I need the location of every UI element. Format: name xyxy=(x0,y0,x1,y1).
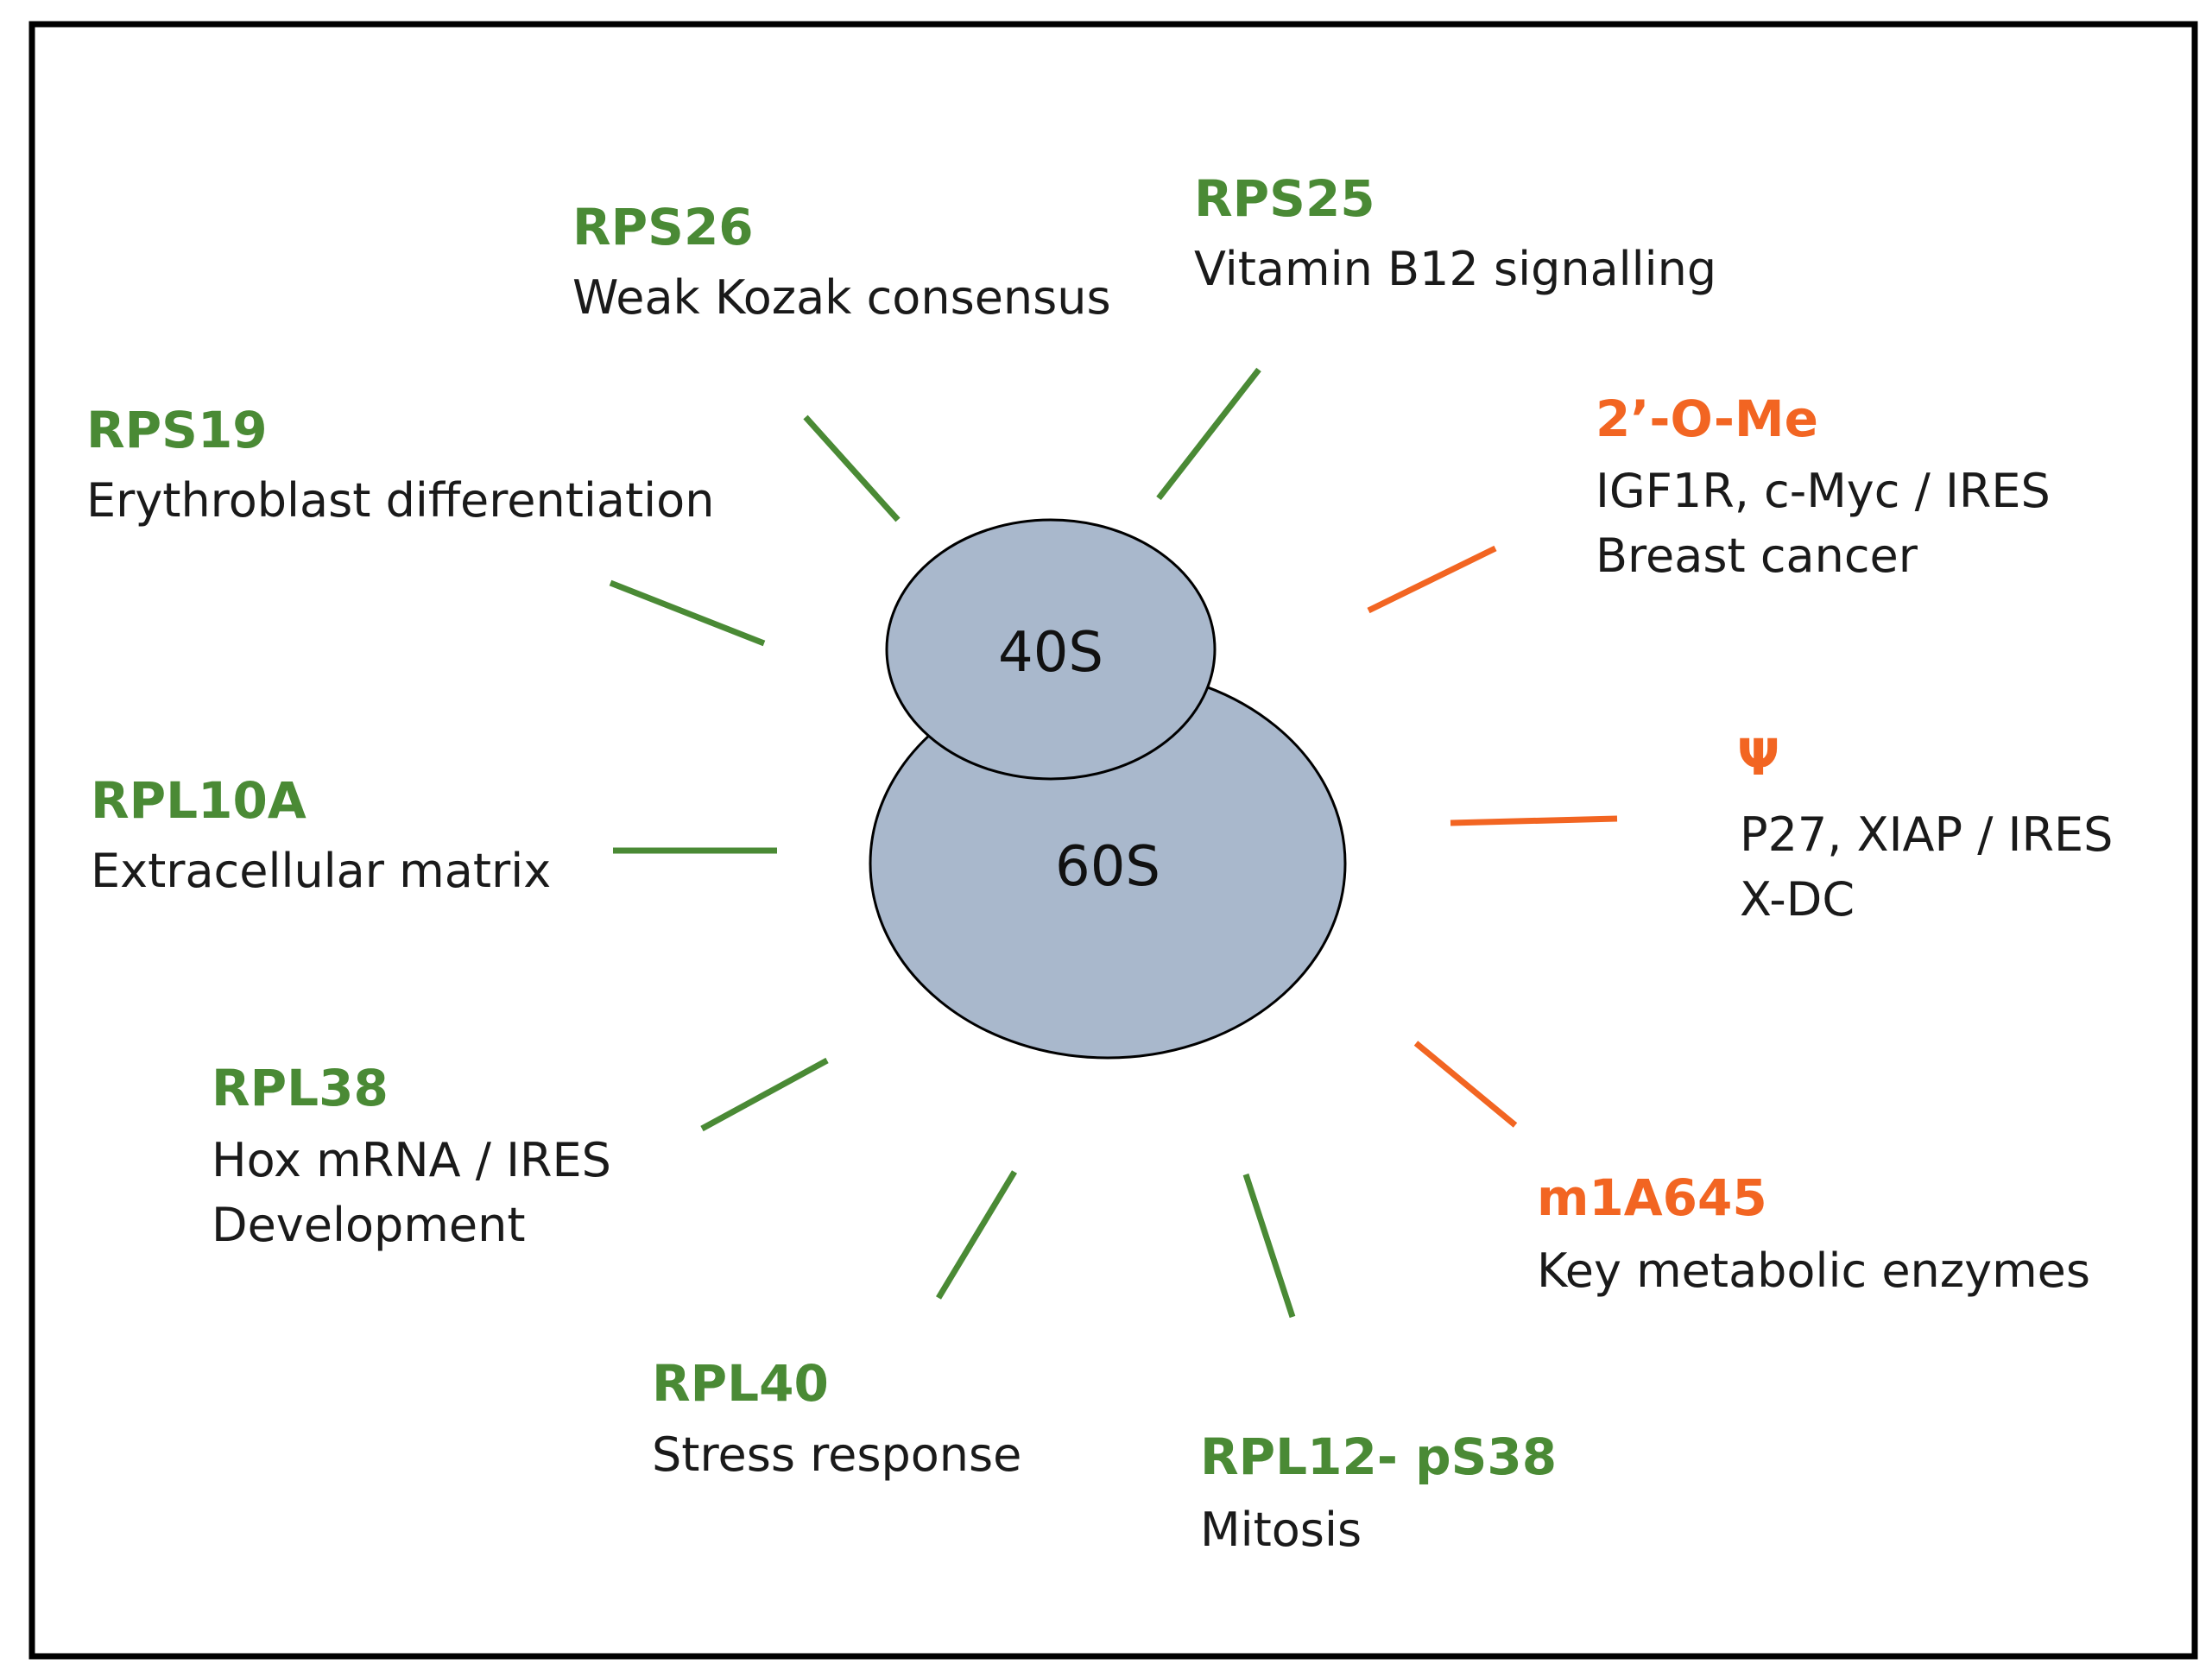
protein-spokes xyxy=(609,367,1296,1319)
small-subunit-label: 40S xyxy=(998,621,1103,685)
label-rps25-name: RPS25 xyxy=(1194,169,1375,228)
label-rps19-name: RPS19 xyxy=(86,401,268,459)
label-psi-desc-1: P27, XIAP / IRES xyxy=(1740,807,2113,862)
label-psi-desc-2: X-DC xyxy=(1740,872,1855,927)
spoke-rps26 xyxy=(803,415,901,522)
ribosome: 60S 40S xyxy=(869,518,1347,1060)
small-subunit-40s xyxy=(885,518,1217,781)
label-rpl12-ps38-name: RPL12- pS38 xyxy=(1200,1427,1557,1486)
protein-labels: RPS26 Weak Kozak consensus RPS25 Vitamin… xyxy=(86,169,1716,1557)
label-rpl40-desc: Stress response xyxy=(652,1427,1021,1482)
label-rpl38-desc-2: Development xyxy=(212,1198,526,1252)
label-2-o-me-desc-2: Breast cancer xyxy=(1596,528,1918,583)
spoke-2-o-me xyxy=(1367,545,1497,614)
label-rps26-desc: Weak Kozak consensus xyxy=(572,270,1111,325)
label-m1a645-desc: Key metabolic enzymes xyxy=(1537,1244,2090,1298)
spoke-rpl38 xyxy=(700,1057,829,1132)
label-2-o-me-desc-1: IGF1R, c-Myc / IRES xyxy=(1596,464,2051,518)
spoke-rpl40 xyxy=(936,1170,1017,1300)
label-rpl40-name: RPL40 xyxy=(652,1354,829,1413)
label-rpl38-desc-1: Hox mRNA / IRES xyxy=(212,1133,611,1187)
label-2-o-me-name: 2’-O-Me xyxy=(1596,389,1818,448)
spoke-rps19 xyxy=(609,579,766,647)
label-psi-name: Ψ xyxy=(1737,728,1779,787)
label-rpl12-ps38-desc: Mitosis xyxy=(1200,1503,1362,1557)
large-subunit-label: 60S xyxy=(1055,835,1160,899)
spoke-psi xyxy=(1450,815,1618,826)
label-rpl10a-desc: Extracellular matrix xyxy=(91,844,551,898)
modification-spokes xyxy=(1367,545,1618,1128)
label-rps25-desc: Vitamin B12 signalling xyxy=(1194,242,1716,296)
label-rps19-desc: Erythroblast differentiation xyxy=(86,473,714,528)
spoke-rps25 xyxy=(1156,367,1261,501)
label-rpl10a-name: RPL10A xyxy=(91,771,307,830)
spoke-m1a645 xyxy=(1413,1041,1518,1128)
label-rps26-name: RPS26 xyxy=(572,198,754,256)
modification-labels: 2’-O-Me IGF1R, c-Myc / IRES Breast cance… xyxy=(1537,389,2113,1298)
label-rpl38-name: RPL38 xyxy=(212,1059,389,1117)
spoke-rpl12-ps38 xyxy=(1242,1173,1296,1319)
label-m1a645-name: m1A645 xyxy=(1537,1168,1767,1227)
